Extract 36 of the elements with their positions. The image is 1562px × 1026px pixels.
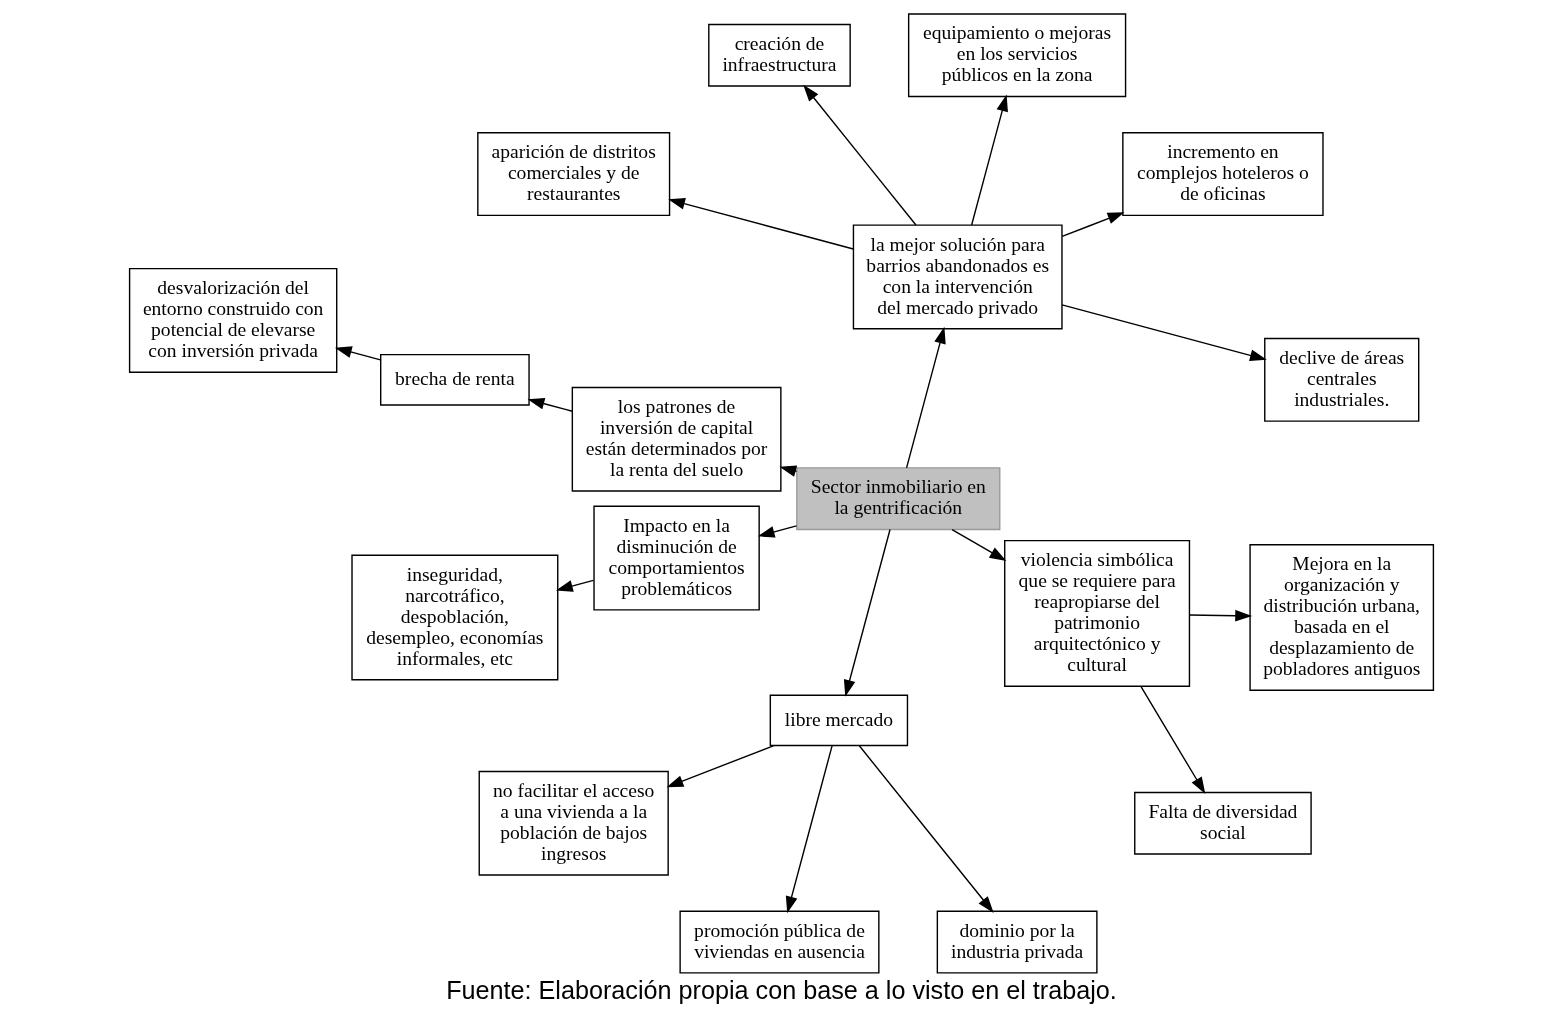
arrow [970,94,1008,226]
node-box: dominio por la industria privada [936,910,1098,974]
caption: Fuente: Elaboración propia con base a lo visto en el trabajo. [445,975,1117,1004]
node-box: libre mercado [769,694,908,747]
arrow [843,528,891,697]
arrow [527,397,573,412]
node-box: brecha de renta [379,353,530,406]
arrow [667,198,854,250]
node-box: aparición de distritos comerciales y de restaurantes [476,132,670,217]
arrow [1139,685,1205,794]
arrow [757,525,797,538]
node-box: violencia simbólica que se requiere para reapropiarse del patrimonio arquitectónico y cultural [1003,539,1190,687]
node-box: los patrones de inversión de capital están determinados por la renta del suelo [571,386,782,492]
node-box: equipamiento o mejoras en los servicios públicos en la zona [907,13,1126,98]
arrow [1060,212,1124,238]
node-box: Impacto en la disminución de comportamientos problemáticos [592,505,760,611]
arrow [802,84,917,226]
node-box: incremento en complejos hoteleros o de oficinas [1121,132,1324,217]
node-box: inseguridad, narcotráfico, despoblación, desempleo, economías informales, etc [350,554,558,681]
node-box: Mejora en la organización y distribución urbana, basada en el desplazamiento de pobladores antiguos [1248,544,1434,691]
arrow [785,745,833,914]
node-box: no facilitar el acceso a una vivienda a la población de bajos ingresos [478,770,669,876]
arrow [1188,609,1252,622]
arrow [334,346,381,361]
node-box: desvalorización del entorno construido con potencial de elevarse con inversión privada [128,267,337,373]
arrow [905,326,946,469]
arrow [666,745,774,788]
arrow [858,745,994,913]
node-box: declive de áreas centrales industriales. [1263,337,1419,422]
node-box: creación de infraestructura [707,23,851,87]
node-box: promoción pública de viviendas en ausencia [678,910,880,974]
arrow [1060,304,1267,362]
node-box: la mejor solución para barrios abandonados es con la intervención del mercado privado [852,224,1063,330]
arrow [950,529,1006,562]
arrow [555,579,594,592]
node-box: Falta de diversidad social [1133,791,1312,855]
